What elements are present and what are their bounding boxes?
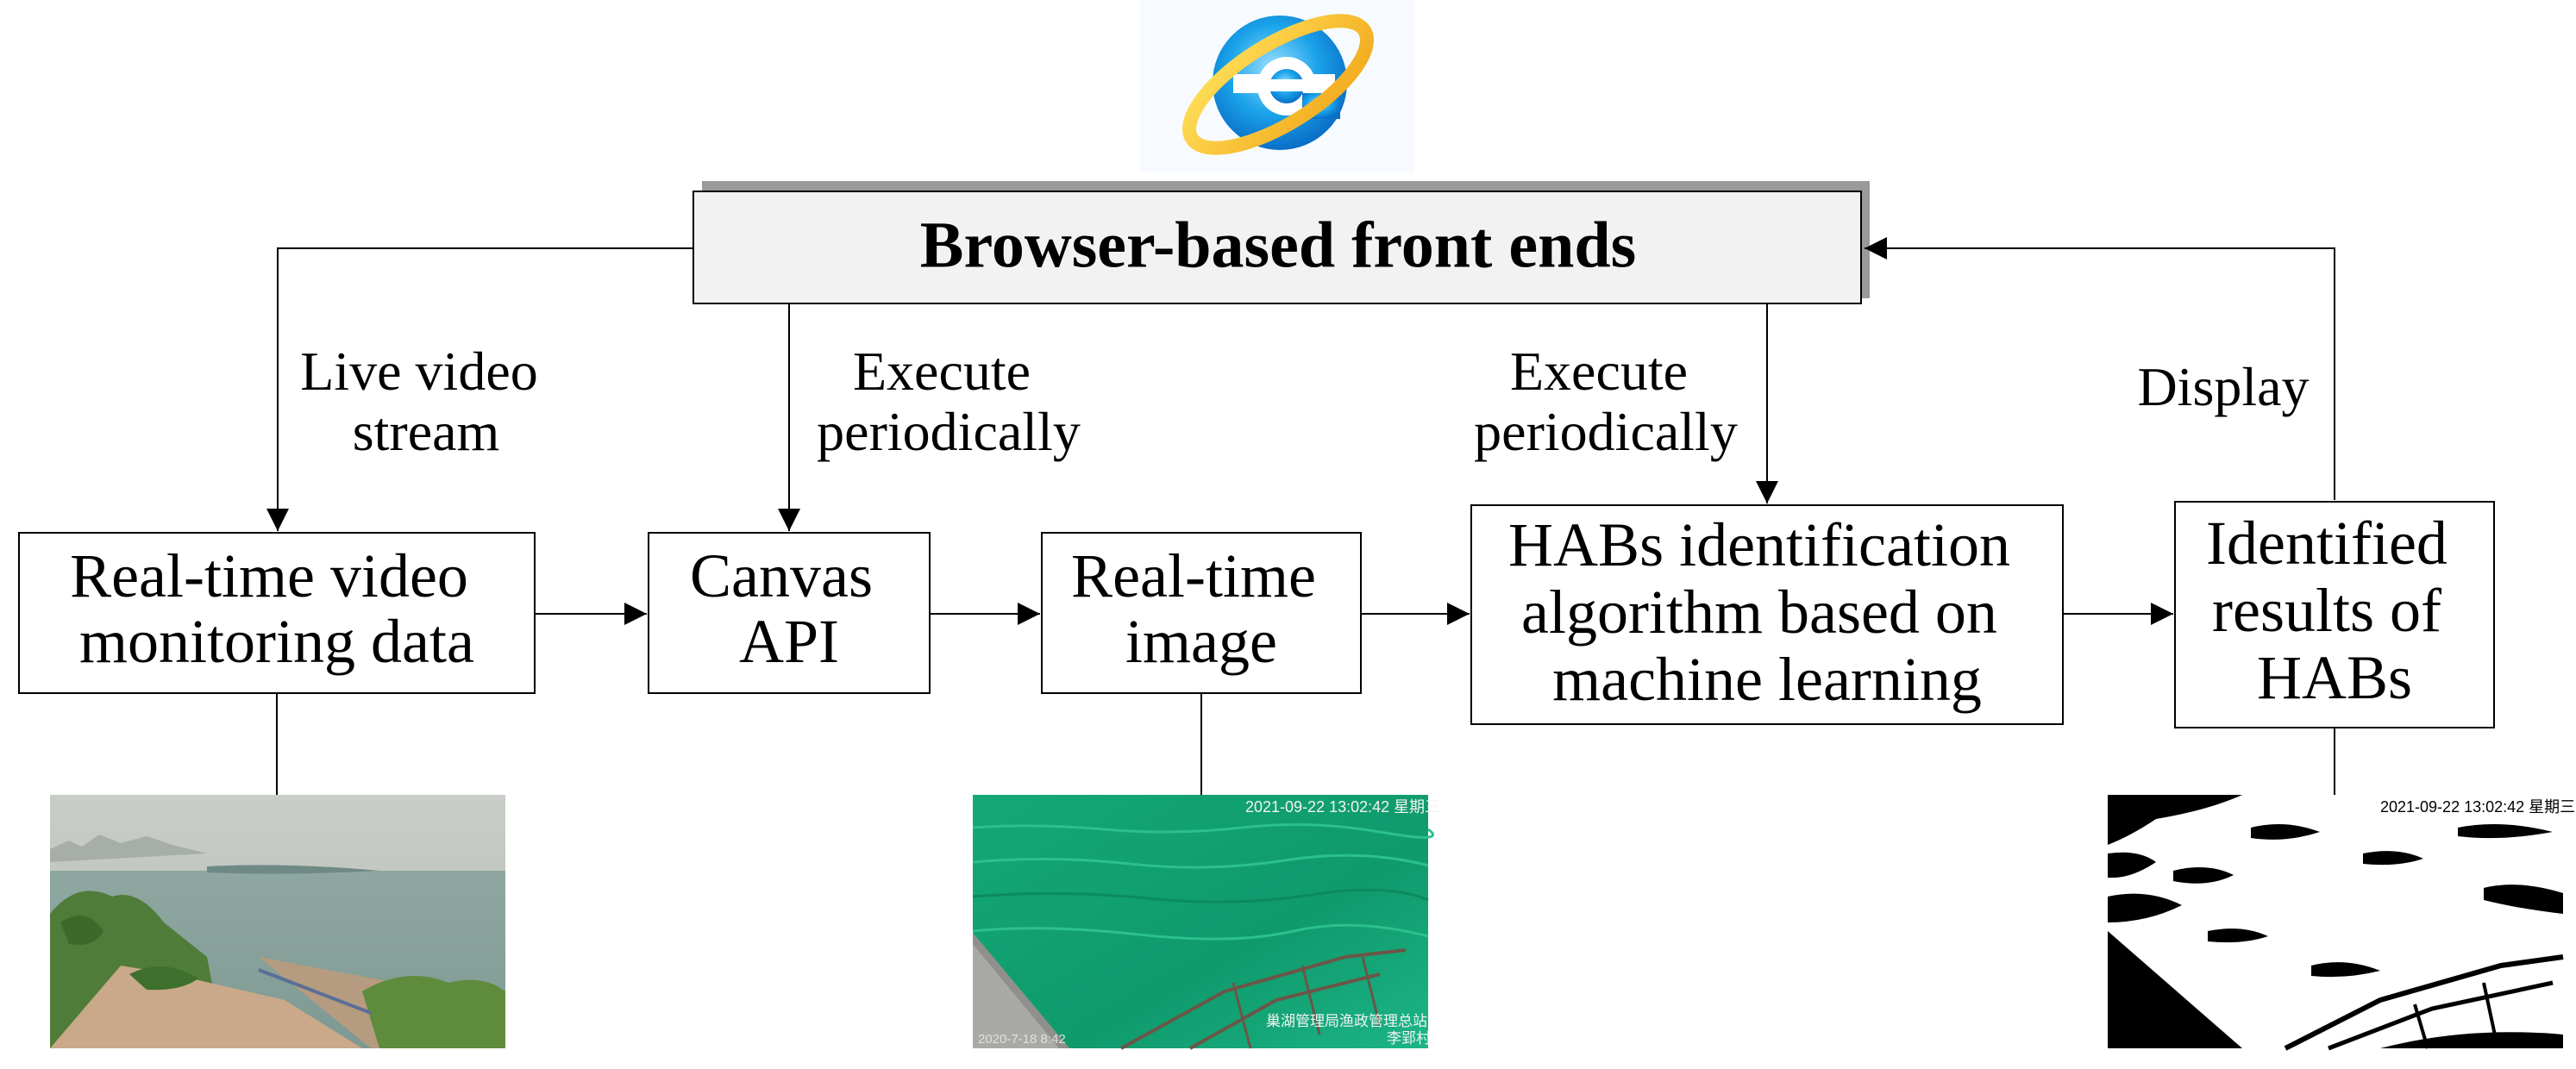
edge-display — [1865, 237, 2335, 500]
label-execute-2-line-1: Execute — [1510, 341, 1688, 402]
identified-results-text: Identified results of HABs — [2206, 509, 2463, 712]
water-photo-caption-2: 李郢村 — [1387, 1030, 1431, 1047]
label-display-line-1: Display — [2137, 356, 2309, 417]
water-photo-corner-stamp: 2020-7-18 8:42 — [978, 1032, 1066, 1047]
lake-shore-photo — [50, 795, 505, 1048]
identified-results-line-1: Identified — [2206, 509, 2448, 578]
realtime-image-line-1: Real-time — [1071, 541, 1316, 610]
edges — [266, 237, 2335, 795]
water-photo-timestamp: 2021-09-22 13:02:42 星期三 — [1245, 798, 1440, 816]
habs-algorithm-node: HABs identification algorithm based on m… — [1470, 504, 2064, 725]
identified-results-node: Identified results of HABs — [2174, 501, 2495, 728]
canvas-api-line-2: API — [739, 607, 839, 676]
binary-photo-timestamp: 2021-09-22 13:02:42 星期三 — [2380, 798, 2575, 816]
habs-algorithm-line-2: algorithm based on — [1521, 578, 1997, 647]
realtime-image-node: Real-time image — [1041, 532, 1362, 694]
canvas-api-line-1: Canvas — [690, 541, 873, 610]
identified-results-line-2: results of — [2212, 576, 2441, 645]
label-execute-1-line-1: Execute — [853, 341, 1031, 402]
habs-algorithm-text: HABs identification algorithm based on m… — [1508, 510, 2026, 714]
label-execute-2-line-2: periodically — [1474, 401, 1738, 462]
label-execute-periodically-1: Execute periodically — [817, 341, 1081, 462]
label-live-video-line-2: stream — [353, 401, 500, 462]
realtime-image-text: Real-time image — [1071, 541, 1332, 676]
green-water-photo: 2021-09-22 13:02:42 星期三 巢湖管理局渔政管理总站 李郢村 … — [972, 795, 1440, 1050]
habs-algorithm-line-1: HABs identification — [1508, 510, 2010, 579]
browser-front-ends-node: Browser-based front ends — [693, 181, 1870, 304]
internet-explorer-icon — [1140, 0, 1414, 172]
video-monitoring-line-2: monitoring data — [79, 607, 474, 676]
realtime-image-line-2: image — [1125, 607, 1277, 676]
label-live-video-line-1: Live video — [300, 341, 537, 402]
label-live-video-stream: Live video stream — [300, 341, 551, 462]
video-monitoring-text: Real-time video monitoring data — [70, 541, 484, 676]
habs-algorithm-line-3: machine learning — [1552, 645, 1982, 714]
video-monitoring-node: Real-time video monitoring data — [18, 532, 536, 694]
label-display: Display — [2137, 356, 2309, 417]
canvas-api-node: Canvas API — [648, 532, 931, 694]
binary-segmentation-photo: 2021-09-22 13:02:42 星期三 — [2108, 795, 2575, 1051]
edge-live-video-stream — [266, 247, 693, 531]
identified-results-line-3: HABs — [2257, 643, 2412, 712]
water-photo-caption-1: 巢湖管理局渔政管理总站 — [1266, 1013, 1427, 1030]
label-execute-periodically-2: Execute periodically — [1474, 341, 1738, 462]
video-monitoring-line-1: Real-time video — [70, 541, 468, 610]
canvas-api-text: Canvas API — [690, 541, 888, 676]
browser-front-ends-label: Browser-based front ends — [920, 209, 1636, 281]
label-execute-1-line-2: periodically — [817, 401, 1081, 462]
